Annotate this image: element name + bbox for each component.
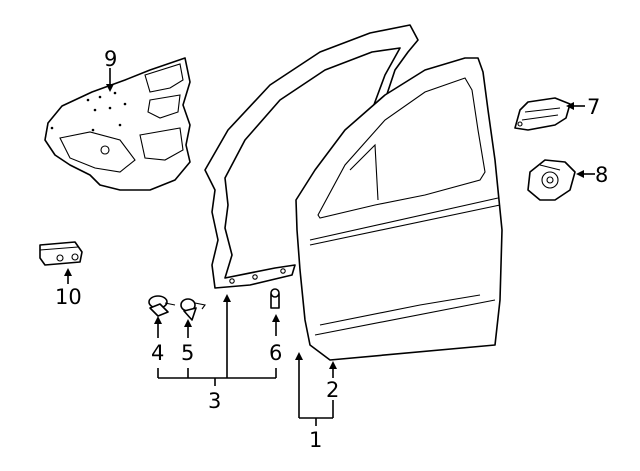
callout-8: 8 (595, 163, 608, 187)
door-check-part (39, 241, 83, 266)
callout-1: 1 (309, 428, 322, 452)
callout-4: 4 (151, 341, 164, 365)
upper-hinge-part (514, 97, 571, 131)
lower-hinge-part (527, 159, 576, 201)
callout-5: 5 (181, 341, 194, 365)
clip-c-part (270, 288, 280, 309)
clip-b-part (180, 298, 206, 321)
callout-6: 6 (269, 341, 282, 365)
callout-7: 7 (587, 95, 600, 119)
clip-a-part (148, 295, 176, 317)
callout-3: 3 (208, 389, 221, 413)
callout-2: 2 (326, 378, 339, 402)
callout-10: 10 (55, 285, 82, 309)
water-shield-part (44, 57, 191, 191)
callout-9: 9 (104, 47, 117, 71)
front-door-shell-part (295, 57, 503, 361)
